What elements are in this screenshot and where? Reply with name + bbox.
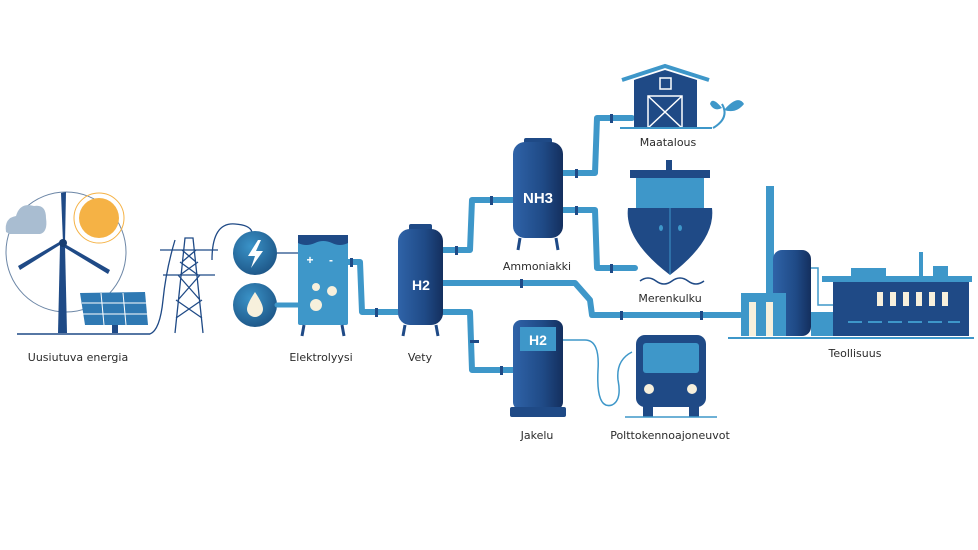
ammonia-tank: NH3 Ammoniakki xyxy=(503,138,571,273)
ship-icon xyxy=(627,160,713,285)
electrolyser: + - Elektrolyysi xyxy=(289,235,353,364)
h2-pump-label: H2 xyxy=(529,332,547,348)
fuel-hose xyxy=(563,339,633,407)
cathode-sign: - xyxy=(329,253,333,267)
label-ammonia: Ammoniakki xyxy=(503,260,571,273)
label-shipping: Merenkulku xyxy=(638,292,701,305)
electricity-input xyxy=(233,231,298,275)
cloud-icon xyxy=(5,205,47,234)
industry-group: Teollisuus xyxy=(728,186,974,360)
hydrogen-storage-tank: H2 Vety xyxy=(398,224,443,364)
agriculture-group: Maatalous xyxy=(620,63,744,149)
plant-icon xyxy=(710,100,744,129)
h2-tank-label: H2 xyxy=(412,277,430,293)
lightning-icon xyxy=(248,240,263,268)
factory-icon xyxy=(728,186,974,339)
renewable-energy-group: Uusiutuva energia xyxy=(5,191,253,364)
fuel-cell-vehicle-group: Polttokennoajoneuvot xyxy=(610,335,730,442)
shipping-group: Merenkulku xyxy=(627,160,713,305)
sun-icon xyxy=(73,192,125,244)
bus-icon xyxy=(625,335,717,418)
label-electrolysis: Elektrolyysi xyxy=(289,351,352,364)
wind-turbine-icon xyxy=(18,192,110,333)
label-hydrogen: Vety xyxy=(408,351,433,364)
water-input xyxy=(233,283,301,327)
label-renewable-energy: Uusiutuva energia xyxy=(28,351,128,364)
fuel-pump-icon: H2 xyxy=(510,320,566,417)
anode-sign: + xyxy=(306,253,313,267)
label-distribution: Jakelu xyxy=(520,429,554,442)
water-drop-icon xyxy=(247,292,263,317)
label-industry: Teollisuus xyxy=(828,347,882,360)
nh3-tank-label: NH3 xyxy=(523,190,553,207)
pipe-network xyxy=(345,114,743,375)
barn-icon xyxy=(620,63,712,129)
solar-panel-icon xyxy=(80,292,148,333)
grid-cable xyxy=(211,223,253,261)
power-pylon-icon xyxy=(160,237,218,334)
distribution-group: H2 Jakelu xyxy=(510,320,633,442)
cable xyxy=(149,239,176,335)
label-agriculture: Maatalous xyxy=(640,136,697,149)
label-fuel-cell-vehicles: Polttokennoajoneuvot xyxy=(610,429,730,442)
